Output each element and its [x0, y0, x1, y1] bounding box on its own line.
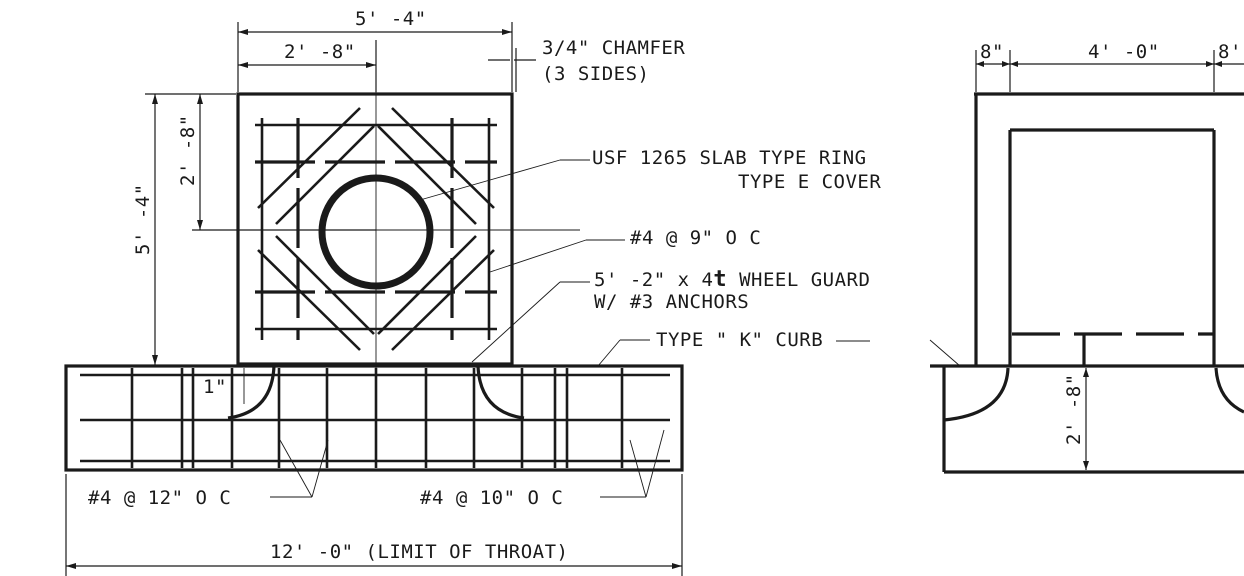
section-curb: [929, 339, 1244, 474]
section-walls: [974, 92, 1244, 366]
section-dim-vert: [1083, 368, 1089, 470]
chamfer-callout: [488, 48, 536, 92]
dim-top-half-label: 2' -8": [284, 41, 356, 63]
dim-top-overall: [237, 22, 513, 92]
dim-left-overall-label: 5' -4": [132, 183, 154, 255]
ring-label-1: USF 1265 SLAB TYPE RING: [592, 147, 867, 169]
dim-left-overall: [145, 93, 236, 365]
ring-label-2: TYPE E COVER: [738, 171, 881, 193]
curb-beam: [64, 364, 684, 472]
chamfer-label-2: (3 SIDES): [542, 63, 649, 85]
chamfer-label-1: 3/4" CHAMFER: [542, 37, 685, 59]
guard-label-1: 5' -2" x 4t WHEEL GUARD: [594, 267, 870, 292]
sec-dim-vert-label: 2' -8": [1063, 373, 1085, 445]
dim-throat: [65, 474, 683, 576]
bottom-leaders: [270, 429, 665, 498]
box-rebar-vertical: [260, 118, 491, 340]
leaders: [419, 159, 650, 367]
dim-top-overall-label: 5' -4": [355, 8, 427, 30]
throat-label: 12' -0" (LIMIT OF THROAT): [270, 541, 568, 563]
rebar-left-label: #4 @ 12" O C: [88, 487, 231, 509]
rebar-right-label: #4 @ 10" O C: [420, 487, 563, 509]
guard-label-2: W/ #3 ANCHORS: [594, 291, 749, 313]
dim-top-half: [238, 40, 377, 92]
dim-small-label: 1": [203, 376, 227, 398]
curb-verticals: [130, 368, 624, 468]
ring-cover: [318, 174, 434, 290]
section-dims: [975, 50, 1244, 92]
rebar-top-label: #4 @ 9" O C: [630, 227, 761, 249]
wheel-guards: [227, 365, 525, 420]
curb-label: TYPE " K" CURB: [656, 329, 823, 351]
box-rebar-horizontal: [255, 123, 497, 331]
sec-dim-left-label: 8": [980, 41, 1004, 63]
center-lines: [232, 92, 580, 388]
sec-dim-right-label: 8': [1218, 41, 1242, 63]
sec-dim-mid-label: 4' -0": [1088, 41, 1160, 63]
box-rebar-diagonal: [257, 107, 495, 351]
inlet-box: [236, 92, 514, 366]
dim-left-half-label: 2' -8": [177, 114, 199, 186]
